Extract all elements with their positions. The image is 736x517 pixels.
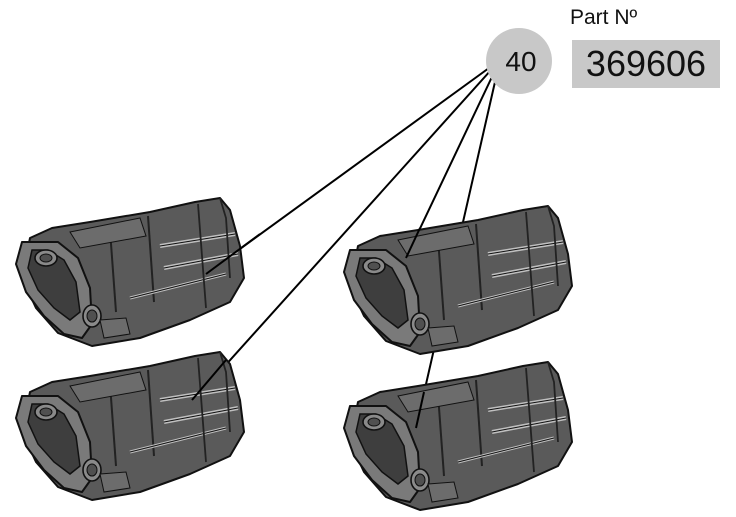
leader-line-top-right <box>405 59 501 259</box>
leader-line-top-left <box>221 59 501 263</box>
leader-line-tips <box>191 227 425 429</box>
part-number-box: 369606 <box>572 40 720 88</box>
component-bottom-right <box>342 360 574 512</box>
callout-number: 40 <box>505 46 536 77</box>
leader-line-bottom-left <box>195 59 501 399</box>
part-number-value: 369606 <box>585 43 707 84</box>
component-top-right <box>342 204 574 356</box>
callout-bubble: 40 <box>486 28 552 94</box>
part-number-label: Part Nº <box>570 6 638 29</box>
component-bottom-left <box>14 350 246 502</box>
